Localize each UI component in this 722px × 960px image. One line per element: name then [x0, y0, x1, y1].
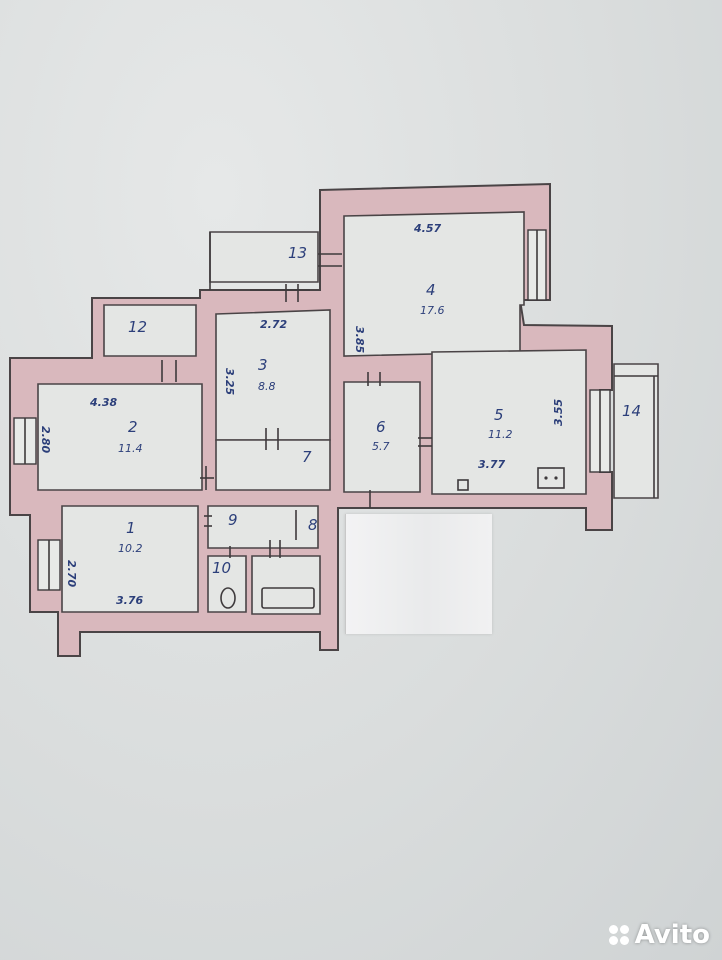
- room-7-number: 7: [302, 448, 312, 466]
- balcony-14: [613, 363, 659, 499]
- room-4: [343, 211, 525, 357]
- room-2-number: 2: [128, 418, 138, 436]
- room-1-number: 1: [126, 519, 136, 537]
- dim-room-5-depth: 3.55: [552, 399, 565, 426]
- room-1: [61, 505, 199, 613]
- room-8-number: 8: [308, 516, 318, 534]
- dim-room-2-width: 4.38: [89, 396, 117, 409]
- room-10-number: 10: [212, 559, 231, 577]
- room-5-area: 11.2: [488, 428, 513, 441]
- room-14-number: 14: [622, 402, 641, 420]
- sink: [457, 479, 469, 491]
- room-4-area: 17.6: [420, 304, 445, 317]
- watermark-text: Avito: [634, 920, 710, 950]
- room-5-number: 5: [494, 406, 504, 424]
- stove: [537, 467, 565, 489]
- dim-room-3-width: 2.72: [260, 318, 287, 331]
- bathtub: [261, 587, 315, 609]
- room-2-area: 11.4: [118, 442, 143, 455]
- room-9: [207, 505, 319, 549]
- room-6-area: 5.7: [372, 440, 390, 453]
- room-6: [343, 381, 421, 493]
- room-3-number: 3: [258, 356, 268, 374]
- dim-room-1-depth: 2.70: [65, 560, 78, 587]
- room-1-area: 10.2: [118, 542, 143, 555]
- loggia-12: [103, 304, 197, 357]
- room-13-number: 13: [288, 244, 307, 262]
- paper-patch: [345, 514, 492, 634]
- room-bath: [251, 555, 321, 615]
- toilet: [220, 587, 236, 609]
- room-3-area: 8.8: [258, 380, 276, 393]
- room-4-number: 4: [426, 281, 436, 299]
- room-12-number: 12: [128, 318, 147, 336]
- avito-logo-icon: [608, 925, 631, 945]
- room-6-number: 6: [376, 418, 386, 436]
- avito-watermark: Avito: [608, 920, 710, 950]
- dim-room-4-width: 4.57: [413, 222, 441, 235]
- dim-room-1-width: 3.76: [116, 594, 143, 607]
- dim-room-4-depth: 3.85: [353, 326, 366, 353]
- dim-room-5-width: 3.77: [478, 458, 505, 471]
- room-10: [207, 555, 247, 613]
- room-7: [215, 439, 331, 491]
- dim-room-3-depth: 3.25: [223, 368, 236, 395]
- room-2: [37, 383, 203, 491]
- dim-room-2-depth: 2.80: [39, 426, 52, 453]
- room-9-number: 9: [228, 511, 238, 529]
- door-marks: [161, 253, 432, 558]
